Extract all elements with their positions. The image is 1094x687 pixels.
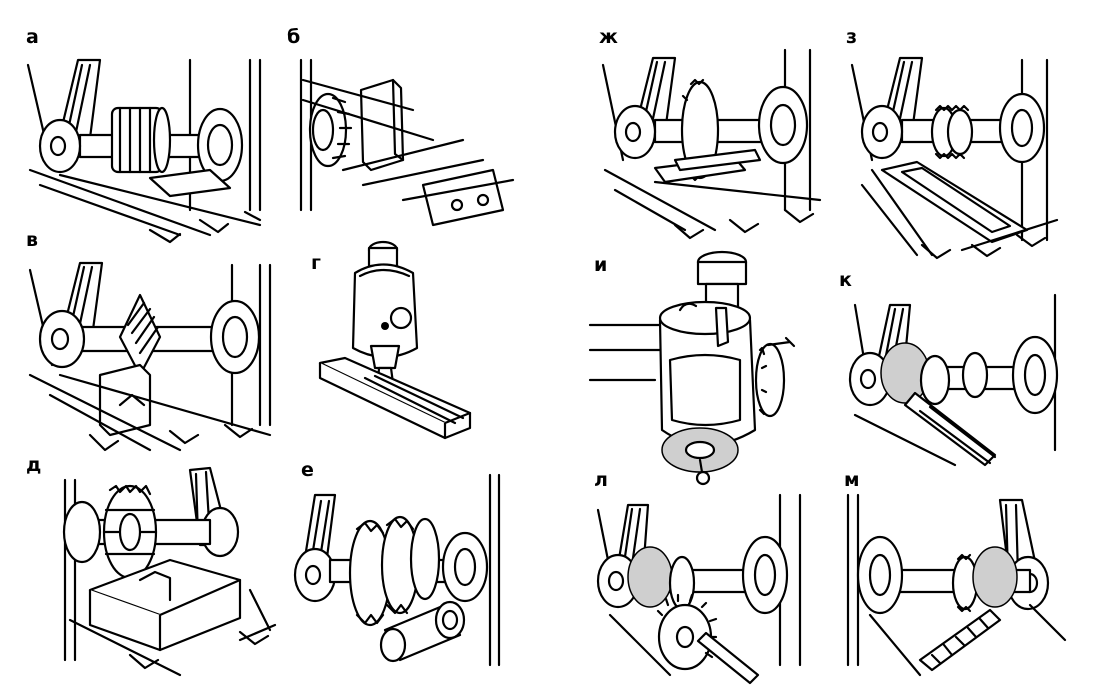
gear-tooth-milling-icon (596, 493, 802, 685)
panel-e: е (293, 455, 505, 680)
panel-label: а (26, 26, 39, 48)
cylindrical-milling-cutter-icon (26, 58, 262, 244)
slitting-saw-icon (601, 48, 822, 240)
panel-label: г (311, 252, 321, 274)
panel-label: м (844, 469, 860, 491)
end-mill-side-milling-icon (299, 58, 515, 227)
panel-label: л (594, 469, 608, 491)
panel-label: и (594, 254, 608, 276)
panel-label: б (287, 26, 301, 48)
panel-d: д (20, 450, 280, 680)
vertical-end-mill-icon (318, 240, 472, 440)
panel-i: и (588, 250, 815, 490)
panel-m: м (840, 465, 1075, 685)
gang-milling-cutters-icon (293, 473, 501, 667)
helical-groove-milling-icon (846, 493, 1067, 677)
panel-v: в (20, 225, 280, 455)
form-milling-cutter-icon (62, 466, 277, 677)
panel-z: з (842, 20, 1067, 265)
t-slot-cutter-icon (850, 56, 1059, 260)
panel-label: в (26, 229, 39, 251)
panel-g: г (305, 228, 505, 458)
panel-label: ж (599, 26, 618, 48)
panel-label: к (839, 269, 852, 291)
panel-zh: ж (595, 20, 830, 240)
panel-a: а (20, 20, 280, 245)
panel-b: б (283, 20, 515, 227)
panel-k: к (835, 265, 1075, 467)
panel-l: л (590, 465, 815, 685)
panel-label: е (301, 459, 314, 481)
panel-label: з (846, 26, 858, 48)
angle-milling-cutter-icon (28, 261, 272, 452)
panel-label: д (26, 454, 42, 476)
dividing-head-icon (588, 250, 796, 486)
spline-shaft-milling-icon (848, 293, 1059, 467)
